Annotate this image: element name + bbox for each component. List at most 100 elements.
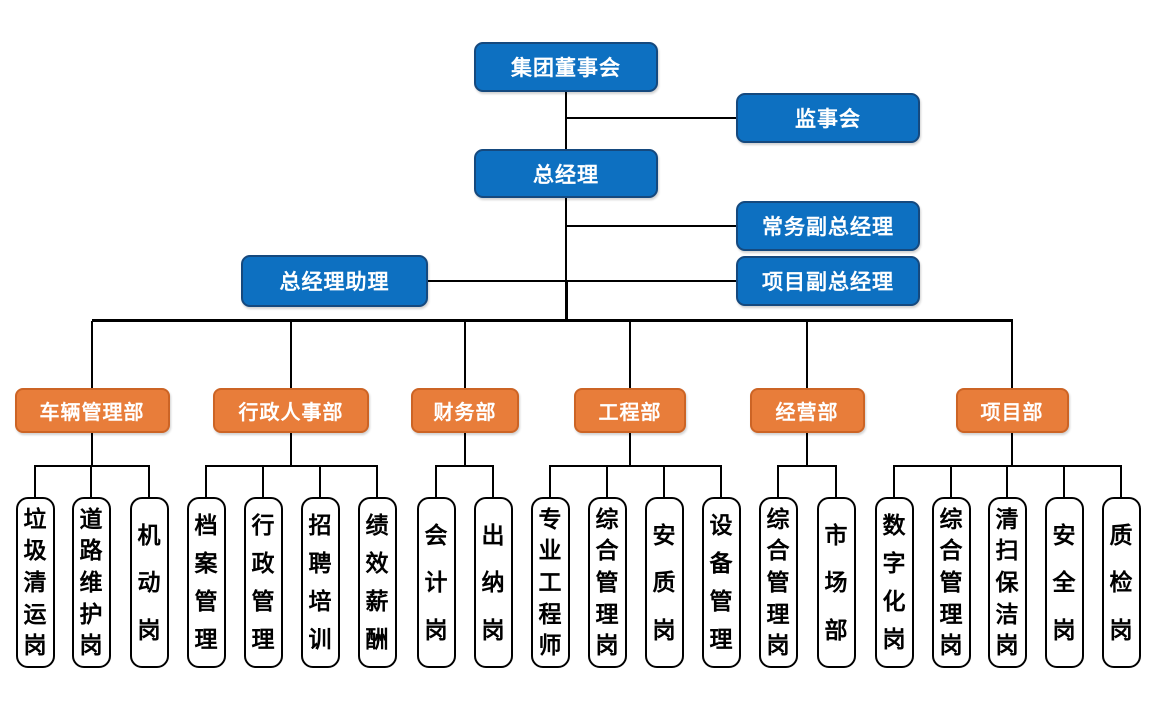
position-label-char: 招 [308,512,332,539]
position-label-char: 全 [1052,569,1076,596]
connector-dept-riser [806,321,808,388]
node-position: 招聘培训 [300,497,340,668]
node-label: 常务副总经理 [762,216,894,239]
node-position: 综合管理岗 [931,497,971,668]
connector-position-stub [492,465,494,497]
position-label-char: 质 [652,569,676,596]
position-label-char: 路 [79,537,103,565]
position-label-char: 薪 [365,588,389,615]
node-label: 项目部 [980,402,1044,424]
connector-position-stub [319,465,321,497]
position-label-char: 字 [882,550,906,577]
position-label-char: 理 [251,626,275,653]
position-label-char: 圾 [23,537,47,565]
connector-dept-riser [629,321,631,388]
connector-position-stub [549,465,551,497]
position-label-char: 管 [194,588,218,615]
position-label-char: 酬 [365,626,389,653]
node-position: 质检岗 [1101,497,1141,668]
node-project-deputy-gm: 项目副总经理 [736,256,920,306]
node-label: 集团董事会 [511,57,621,80]
position-label-char: 业 [538,537,562,565]
node-label: 项目副总经理 [762,271,894,294]
connector-trunk-gm-lower [565,280,568,321]
node-position: 绩效薪酬 [357,497,397,668]
position-label-char: 程 [538,600,562,628]
position-label-char: 道 [79,505,103,533]
node-position: 专业工程师 [530,497,570,668]
position-label-char: 理 [939,600,963,628]
connector-position-stub [1063,465,1065,497]
position-label-char: 师 [538,632,562,660]
position-label-char: 岗 [1109,616,1133,644]
connector-dept-stub [806,433,808,465]
connector-group-line [550,465,721,467]
node-position: 综合管理岗 [758,497,798,668]
position-label-char: 岗 [481,616,505,644]
connector-position-stub [148,465,150,497]
node-position: 设备管理 [701,497,741,668]
position-label-char: 管 [709,588,733,615]
node-department: 行政人事部 [213,388,369,433]
position-label-char: 工 [538,568,562,596]
connector-position-stub [606,465,608,497]
node-label: 工程部 [598,402,662,424]
position-label-char: 清 [23,568,47,596]
position-label-char: 岗 [595,632,619,660]
position-label-char: 安 [1052,521,1076,549]
node-position: 出纳岗 [473,497,513,668]
node-position: 会计岗 [416,497,456,668]
node-position: 行政管理 [243,497,283,668]
connector-dept-stub [91,433,93,465]
connector-position-stub [720,465,722,497]
position-label-char: 出 [481,521,505,549]
position-label-char: 垃 [23,505,47,533]
node-label: 监事会 [795,108,861,131]
connector-trunk-board-gm [565,92,567,149]
connector-group-line [778,465,836,467]
position-label-char: 理 [709,626,733,653]
connector-position-stub [893,465,895,497]
connector-branch-supervisory [565,117,736,119]
node-position: 垃圾清运岗 [15,497,55,668]
node-position: 安质岗 [644,497,684,668]
node-label: 总经理助理 [279,271,390,294]
position-label-char: 保 [995,568,1019,596]
connector-branch-project-deputy [566,280,736,282]
connector-position-stub [1120,465,1122,497]
connector-position-stub [435,465,437,497]
connector-group-line [206,465,377,467]
position-label-char: 聘 [308,550,332,577]
position-label-char: 综 [939,505,963,533]
node-executive-deputy-gm: 常务副总经理 [736,201,920,251]
position-label-char: 合 [766,537,790,565]
connector-position-stub [950,465,952,497]
position-label-char: 管 [595,568,619,596]
connector-position-stub [205,465,207,497]
node-gm-assistant: 总经理助理 [241,255,428,307]
position-label-char: 管 [251,588,275,615]
connector-dept-riser [91,321,93,388]
position-label-char: 专 [538,505,562,533]
connector-group-line [35,465,149,467]
position-label-char: 岗 [939,632,963,660]
node-label: 行政人事部 [238,402,344,424]
position-label-char: 综 [595,505,619,533]
position-label-char: 机 [137,521,161,549]
position-label-char: 部 [824,616,848,644]
connector-dept-riser [290,321,292,388]
node-department: 财务部 [411,388,519,433]
connector-position-stub [1006,465,1008,497]
position-label-char: 岗 [23,632,47,660]
position-label-char: 岗 [995,632,1019,660]
node-department: 工程部 [574,388,686,433]
node-position: 安全岗 [1044,497,1084,668]
connector-dept-stub [1011,433,1013,465]
position-label-char: 设 [709,512,733,539]
position-label-char: 纳 [481,569,505,596]
position-label-char: 政 [251,550,275,577]
position-label-char: 动 [137,569,161,596]
connector-position-stub [34,465,36,497]
position-label-char: 案 [194,550,218,577]
position-label-char: 岗 [424,616,448,644]
